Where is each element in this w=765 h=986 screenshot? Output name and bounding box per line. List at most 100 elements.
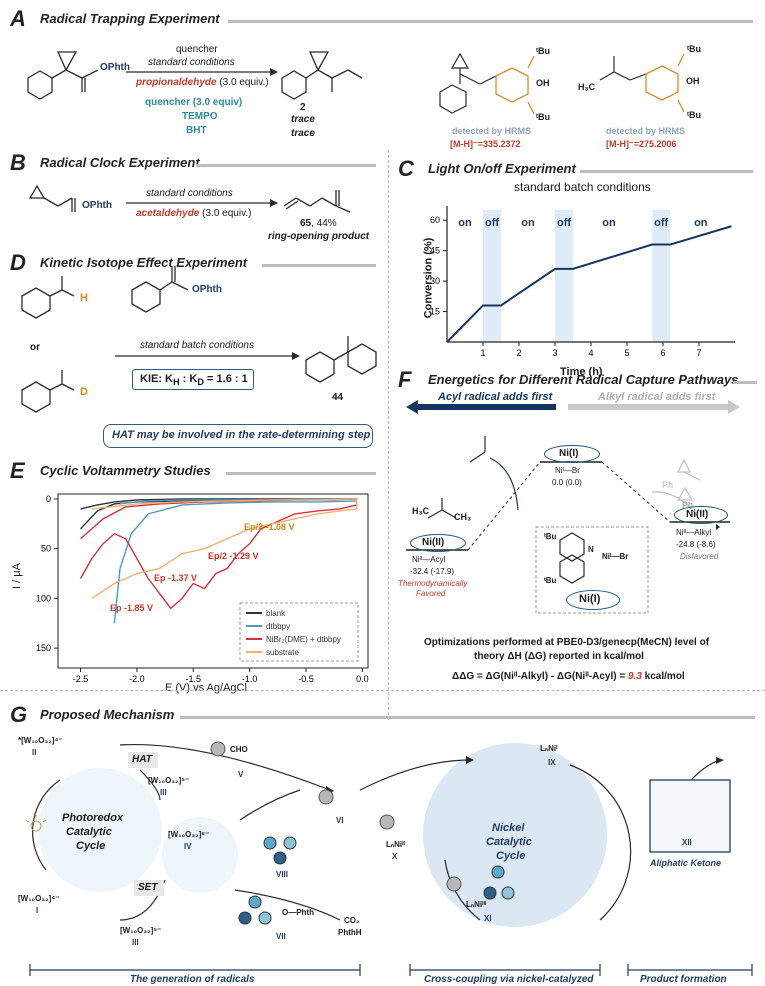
g-vii: VII bbox=[276, 932, 286, 941]
g-photo-2: Catalytic bbox=[66, 826, 112, 838]
a-aldehyde-line: propionaldehyde (3.0 equiv.) bbox=[136, 77, 269, 88]
a-arrow-top1: quencher bbox=[176, 44, 218, 55]
g-v: V bbox=[238, 770, 244, 779]
g-photo-3: Cycle bbox=[76, 840, 106, 852]
f-complex-tbu-top: ᵗBu bbox=[544, 532, 557, 541]
a-aldehyde: propionaldehyde bbox=[136, 77, 217, 88]
e-ytick-label: 100 bbox=[36, 593, 51, 603]
c-ytick-label-30: 30 bbox=[430, 276, 440, 286]
panel-title-a: Radical Trapping Experiment bbox=[40, 11, 220, 26]
f-ni2-left-note2: Favored bbox=[416, 589, 446, 598]
phenyl-ring bbox=[27, 70, 53, 100]
kie-d: D bbox=[197, 377, 204, 388]
a-arrow-top2: standard conditions bbox=[148, 57, 235, 68]
g-photo-1: Photoredox bbox=[62, 812, 124, 824]
g-w-ii-num: II bbox=[32, 748, 37, 757]
e-ann-3: Ep -1.37 V bbox=[154, 573, 198, 583]
e-legend-label-3: NiBr₂(DME) + dtbbpy bbox=[266, 635, 341, 644]
panel-letter-c: C bbox=[398, 156, 414, 181]
f-alkyl-first: Alkyl radical adds first bbox=[598, 391, 716, 403]
d-reagent-label: OPhth bbox=[192, 284, 222, 295]
f-acyl-first: Acyl radical adds first bbox=[438, 391, 553, 403]
g-product-label: Aliphatic Ketone bbox=[650, 858, 722, 868]
b-aldehyde-line: acetaldehyde (3.0 equiv.) bbox=[136, 208, 251, 219]
b-product-line: 65, 44% bbox=[300, 218, 337, 229]
c-state-5: on bbox=[602, 217, 616, 229]
a-tempo: TEMPO bbox=[182, 111, 218, 122]
panel-title-c: Light On/off Experiment bbox=[428, 161, 576, 176]
f-ph: Ph bbox=[682, 500, 694, 510]
c-xtick-label-6: 6 bbox=[660, 348, 665, 358]
a-adduct2-detected: detected by HRMS bbox=[606, 126, 686, 136]
c-xtick-label-1: 1 bbox=[480, 348, 485, 358]
panel-letter-d: D bbox=[10, 250, 26, 275]
f-ni1: Ni(I) bbox=[559, 448, 579, 459]
f-ni2-left-oval bbox=[410, 534, 466, 552]
panel-letter-a: A bbox=[10, 6, 26, 31]
c-subtitle: standard batch conditions bbox=[514, 180, 651, 194]
d-h-label: H bbox=[80, 292, 88, 304]
e-legend-label-1: blank bbox=[266, 609, 286, 618]
a-adduct1-tbu-bottom: ᵗBu bbox=[536, 112, 550, 122]
b-arrow-top: standard conditions bbox=[146, 188, 233, 199]
c-xtick-label-4: 4 bbox=[588, 348, 593, 358]
g-w-iv-num: IV bbox=[184, 842, 192, 851]
c-xtick-label-7: 7 bbox=[696, 348, 701, 358]
panel-letter-b: B bbox=[10, 150, 26, 175]
g-divider bbox=[0, 690, 765, 691]
f-ddg-unit: kcal/mol bbox=[641, 671, 685, 682]
e-ann-4: Ep -1.85 V bbox=[110, 603, 154, 613]
b-product-note: ring-opening product bbox=[268, 231, 370, 242]
section-rule-e bbox=[226, 472, 376, 475]
vertical-divider bbox=[388, 150, 389, 720]
f-ni2-right-note: Disfavored bbox=[680, 552, 719, 561]
b-product-num: 65 bbox=[300, 218, 312, 229]
off-band-2 bbox=[555, 210, 573, 342]
e-ytick-label: 0 bbox=[46, 494, 51, 504]
a-adduct2-mass: [M-H]⁻=275.2006 bbox=[606, 139, 677, 149]
c-state-1: on bbox=[458, 217, 472, 229]
panel-letter-f: F bbox=[398, 367, 412, 392]
a-adduct1-oh: OH bbox=[536, 78, 550, 88]
kie-prefix: KIE: K bbox=[140, 373, 173, 385]
e-xtick-label: -2.5 bbox=[73, 674, 89, 684]
a-adduct2-tbu-bottom: ᵗBu bbox=[687, 110, 701, 120]
f-complex-n: N bbox=[588, 545, 594, 554]
g-lnni1: LₙNiᴵ bbox=[540, 744, 558, 753]
c-xtick-label-3: 3 bbox=[552, 348, 557, 358]
a-bht: BHT bbox=[186, 125, 207, 136]
a-reagent-label: OPhth bbox=[100, 62, 130, 73]
g-co2: CO₂ bbox=[344, 916, 360, 925]
f-complex-nibr: Niᴵ—Br bbox=[602, 552, 629, 561]
g-ni-2: Catalytic bbox=[486, 836, 532, 848]
f-ni2-left-note1: Thermodynamically bbox=[398, 579, 468, 588]
g-w-i-num: I bbox=[36, 906, 39, 915]
f-ch3: CH₃ bbox=[454, 512, 472, 522]
e-legend-label-4: substrate bbox=[266, 648, 299, 657]
a-adduct2-oh: OH bbox=[686, 76, 700, 86]
g-viii: VIII bbox=[276, 870, 289, 879]
f-ni2-right-sub: Niᴵᴵ—Alkyl bbox=[676, 528, 712, 537]
f-ddg: ΔΔG = ΔG(Niᴵᴵ-Alkyl) - ΔG(Niᴵᴵ-Acyl) = 9… bbox=[452, 671, 685, 682]
e-legend-label-2: dtbbpy bbox=[266, 622, 290, 631]
g-set: SET bbox=[138, 882, 158, 893]
off-band-3 bbox=[652, 210, 671, 342]
a-adduct1-mass: [M-H]⁻=335.2372 bbox=[450, 139, 521, 149]
kie-h: H bbox=[173, 377, 180, 388]
g-w-iii-a-num: III bbox=[160, 788, 167, 797]
f-ni1-energy: 0.0 (0.0) bbox=[552, 478, 582, 487]
b-reagent-label: OPhth bbox=[82, 200, 112, 211]
f-ni2-left: Ni(II) bbox=[422, 537, 445, 548]
panel-title-g: Proposed Mechanism bbox=[40, 707, 175, 722]
e-xtick-label: -0.5 bbox=[298, 674, 314, 684]
g-lnni3: LₙNiᴵᴵᴵ bbox=[466, 900, 487, 909]
d-product-num: 44 bbox=[332, 392, 344, 403]
hat-note: HAT may be involved in the rate-determin… bbox=[112, 429, 371, 441]
a-adduct2-tbu-top: ᵗBu bbox=[687, 44, 701, 54]
g-ni-3: Cycle bbox=[496, 850, 526, 862]
c-xlabel: Time (h) bbox=[560, 366, 603, 378]
